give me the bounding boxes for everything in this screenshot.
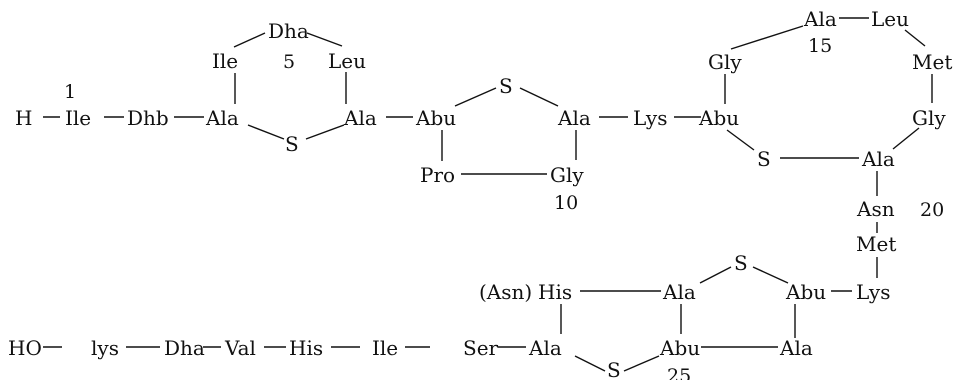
residue-labels: H Ile Dhb Ala Ile Dha Leu Ala S Abu S Al… bbox=[8, 7, 952, 380]
residue-pro-9: Pro bbox=[420, 163, 455, 187]
residue-lys-22: Lys bbox=[856, 280, 891, 304]
residue-val-32: Val bbox=[224, 336, 256, 360]
residue-dhb-2: Dhb bbox=[127, 106, 169, 130]
residue-leu-6: Leu bbox=[328, 49, 366, 73]
residue-ala-24: Ala bbox=[662, 280, 696, 304]
bond-leu16-met17 bbox=[904, 29, 926, 47]
sulfur-bridge-25-28: S bbox=[607, 358, 621, 380]
bond-s-abu23 bbox=[752, 266, 789, 284]
residue-abu-8: Abu bbox=[415, 106, 456, 130]
sulfur-bridge-3-7: S bbox=[285, 132, 299, 156]
position-number-20: 20 bbox=[920, 199, 944, 221]
residue-gly-14: Gly bbox=[708, 50, 742, 74]
residue-dha-5: Dha bbox=[268, 19, 309, 43]
residue-ala-28: Ala bbox=[528, 336, 562, 360]
residue-his-27: His bbox=[538, 280, 572, 304]
bond-s-ala7 bbox=[305, 124, 345, 140]
residue-abu-13: Abu bbox=[698, 106, 739, 130]
sulfur-bridge-23-26: S bbox=[734, 251, 748, 275]
residue-ala-15: Ala bbox=[803, 7, 837, 31]
residue-lys-34: lys bbox=[91, 336, 119, 360]
residue-ile-4: Ile bbox=[212, 49, 238, 73]
bond-abu13-s bbox=[726, 129, 755, 151]
position-numbers: 1 5 10 15 20 25 bbox=[64, 35, 944, 380]
residue-ala-11: Ala bbox=[557, 106, 591, 130]
residue-his-31: His bbox=[289, 336, 323, 360]
residue-his-27-variant: (Asn) bbox=[479, 280, 532, 304]
residue-h: H bbox=[15, 106, 32, 130]
sulfur-bridge-8-11: S bbox=[499, 74, 513, 98]
bond-dha5-leu6 bbox=[306, 32, 343, 47]
residue-gly-10: Gly bbox=[550, 163, 584, 187]
position-number-15: 15 bbox=[808, 35, 832, 57]
bond-ile4-dha5 bbox=[233, 32, 266, 48]
residue-gly-18: Gly bbox=[912, 106, 946, 130]
residue-ala-3: Ala bbox=[205, 106, 239, 130]
position-number-5: 5 bbox=[283, 51, 295, 73]
residue-ala-19: Ala bbox=[861, 147, 895, 171]
residue-dha-33: Dha bbox=[164, 336, 205, 360]
bond-gly18-ala19 bbox=[892, 127, 920, 150]
terminal-ho: HO bbox=[8, 336, 42, 360]
residue-asn-20: Asn bbox=[856, 197, 895, 221]
bond-ala3-s bbox=[247, 124, 285, 140]
sulfur-bridge-13-19: S bbox=[757, 147, 771, 171]
residue-ala-7: Ala bbox=[343, 106, 377, 130]
bond-s-abu25 bbox=[623, 355, 660, 372]
position-number-25: 25 bbox=[667, 365, 691, 380]
bond-ala24-s bbox=[699, 266, 732, 284]
bond-s-ala11 bbox=[519, 87, 559, 107]
position-number-1: 1 bbox=[64, 81, 76, 103]
bond-gly14-ala15 bbox=[730, 25, 804, 50]
residue-ile-30: Ile bbox=[372, 336, 398, 360]
residue-ile-1: Ile bbox=[65, 106, 91, 130]
residue-ser-29: Ser bbox=[463, 336, 499, 360]
position-number-10: 10 bbox=[554, 192, 578, 214]
residue-lys-12: Lys bbox=[633, 106, 668, 130]
bonds bbox=[43, 17, 933, 372]
bond-ala28-s bbox=[574, 355, 606, 372]
residue-abu-25: Abu bbox=[659, 336, 700, 360]
residue-leu-16: Leu bbox=[871, 7, 909, 31]
bond-abu8-s bbox=[454, 87, 497, 107]
residue-met-17: Met bbox=[912, 50, 952, 74]
residue-abu-23: Abu bbox=[785, 280, 826, 304]
residue-ala-26: Ala bbox=[779, 336, 813, 360]
residue-met-21: Met bbox=[856, 232, 896, 256]
